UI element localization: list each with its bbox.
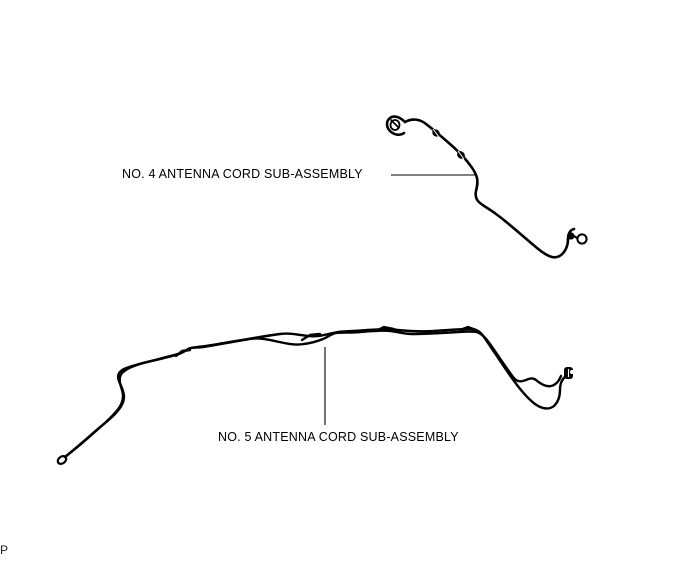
cord-4-terminal-link (573, 235, 578, 239)
part-no-5-antenna-cord (56, 325, 574, 465)
cord-5-terminal-eyelet (56, 455, 68, 465)
cord-5-routing-jog-4 (458, 325, 478, 332)
label-no-5-antenna-cord: NO. 5 ANTENNA CORD SUB-ASSEMBLY (218, 430, 459, 444)
cord-4-terminal-ring (576, 233, 588, 245)
cord-5-terminal-port (570, 370, 574, 374)
cord-4-body (403, 118, 570, 259)
part-no-4-antenna-cord (385, 115, 588, 259)
cord-5-routing-jog-3 (374, 325, 396, 333)
cord-4-retainer-clip-1 (432, 128, 440, 138)
cord-4-retainer-clip-2 (457, 150, 465, 160)
page-corner-mark: P (0, 543, 9, 557)
label-no-4-antenna-cord: NO. 4 ANTENNA CORD SUB-ASSEMBLY (122, 167, 363, 181)
cord-4-terminal-head (567, 232, 575, 240)
cord-5-routing-jog-2 (300, 332, 322, 342)
cord-5-routing-jog-1 (174, 348, 192, 358)
cord-4-terminal-eyelet (566, 227, 588, 245)
cord-4-plug-barrel (389, 119, 401, 131)
cord-4-clip-2-slot (457, 150, 465, 160)
cord-5-terminal-connector (558, 367, 574, 392)
cord-5-eyelet-ring (56, 455, 68, 465)
cord-4-connector-plug (385, 115, 407, 137)
cord-5-body-main (63, 327, 562, 459)
cord-4-plug-hook (385, 115, 407, 137)
cord-4-clip-1-slot (432, 128, 440, 138)
